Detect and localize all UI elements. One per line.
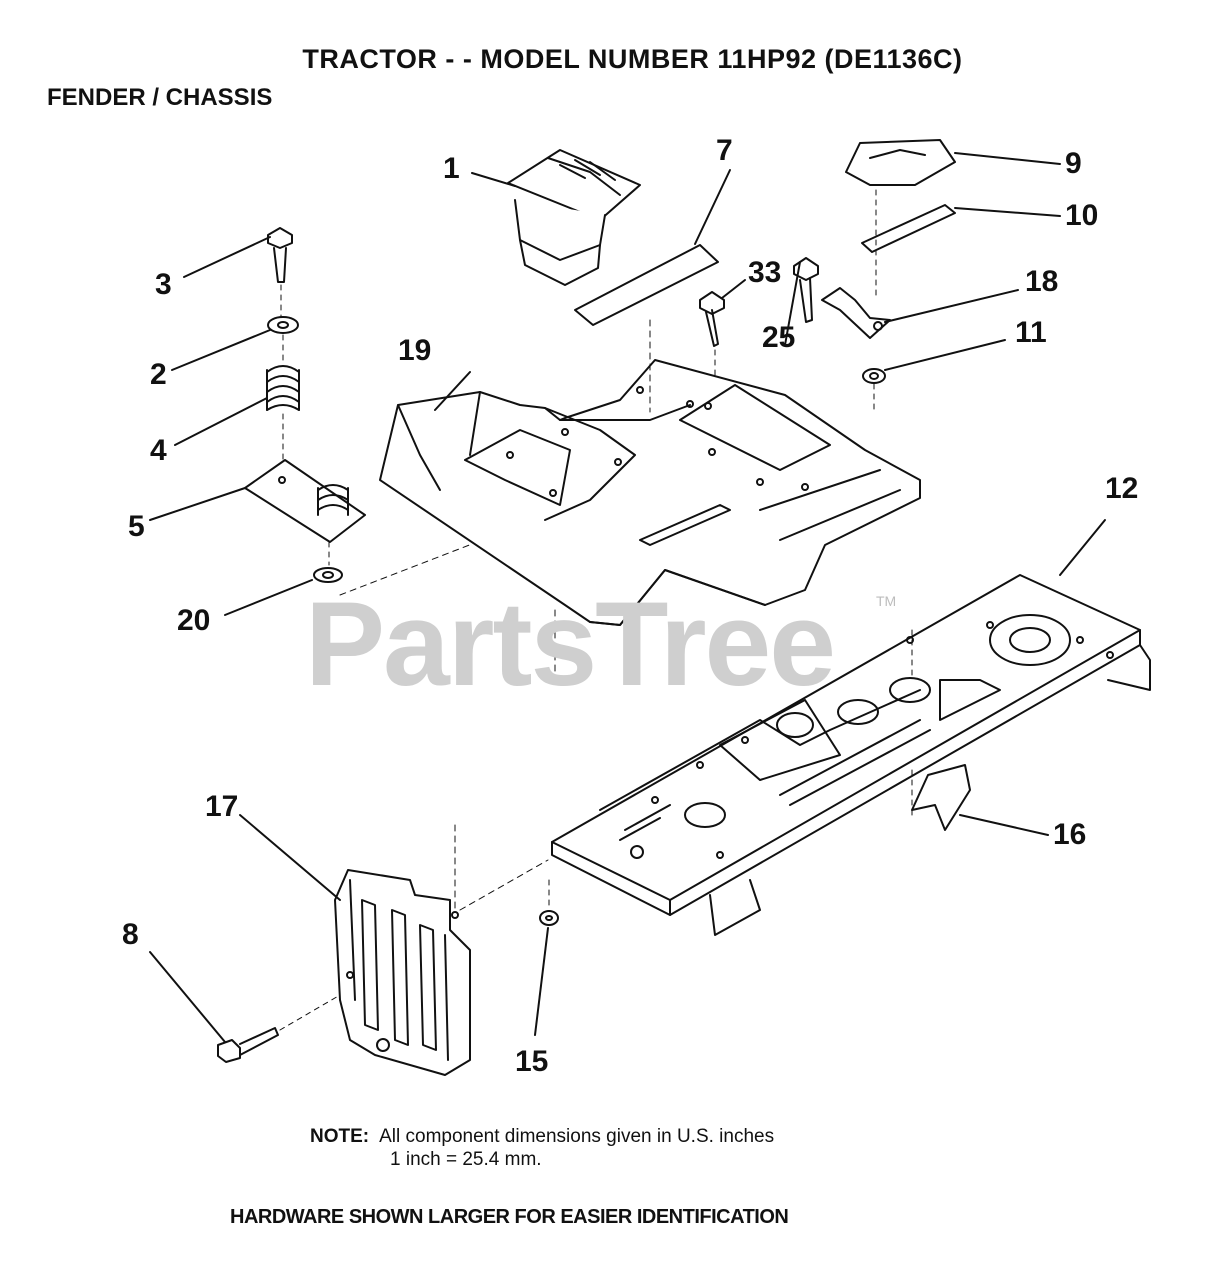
callout-4[interactable]: 4 [150,434,167,467]
callout-10[interactable]: 10 [1065,199,1099,232]
callout-12[interactable]: 12 [1105,472,1139,505]
callout-19[interactable]: 19 [398,334,432,367]
part-2-washer [171,316,299,371]
part-7-decal [574,169,731,326]
part-12-chassis [551,519,1151,936]
part-17-plate [239,814,549,1076]
part-16-bracket [911,764,1049,836]
callout-2[interactable]: 2 [150,358,167,391]
callout-15[interactable]: 15 [515,1045,549,1078]
note-line1: All component dimensions given in U.S. i… [379,1126,775,1147]
callout-16[interactable]: 16 [1053,818,1087,851]
part-8-bolt [149,951,341,1063]
part-5-plate [149,459,366,566]
page-title: TRACTOR - - MODEL NUMBER 11HP92 (DE1136C… [302,44,963,74]
callout-17[interactable]: 17 [205,790,239,823]
note-line2: 1 inch = 25.4 mm. [390,1149,542,1170]
part-15-nut [534,879,559,1036]
part-20-washer [224,509,561,616]
callout-8[interactable]: 8 [122,918,139,951]
callout-3[interactable]: 3 [155,268,172,301]
watermark: PartsTree [305,577,836,711]
callout-20[interactable]: 20 [177,604,211,637]
part-4-spring [174,365,300,466]
part-1-tray [471,149,641,286]
callout-18[interactable]: 18 [1025,265,1059,298]
part-25-bolt [784,257,819,346]
part-19-fender [379,319,921,681]
part-3-bolt [183,227,293,319]
part-18-bracket [821,287,1019,339]
callout-25[interactable]: 25 [762,321,796,354]
hardware-note: HARDWARE SHOWN LARGER FOR EASIER IDENTIF… [230,1206,789,1228]
part-9-cover [845,139,1061,186]
callout-5[interactable]: 5 [128,510,145,543]
part-33-bolt [699,279,746,396]
watermark-trademark: TM [876,593,897,609]
section-title: FENDER / CHASSIS [47,84,273,111]
callout-1[interactable]: 1 [443,152,460,185]
part-10-plate [861,189,1061,301]
callout-9[interactable]: 9 [1065,147,1082,180]
callout-11[interactable]: 11 [1015,316,1047,349]
callout-33[interactable]: 33 [748,256,782,289]
part-11-nut [862,339,1006,411]
callout-7[interactable]: 7 [716,134,733,167]
note-label: NOTE: [310,1126,370,1147]
note: NOTE: All component dimensions given in U… [310,1126,774,1148]
